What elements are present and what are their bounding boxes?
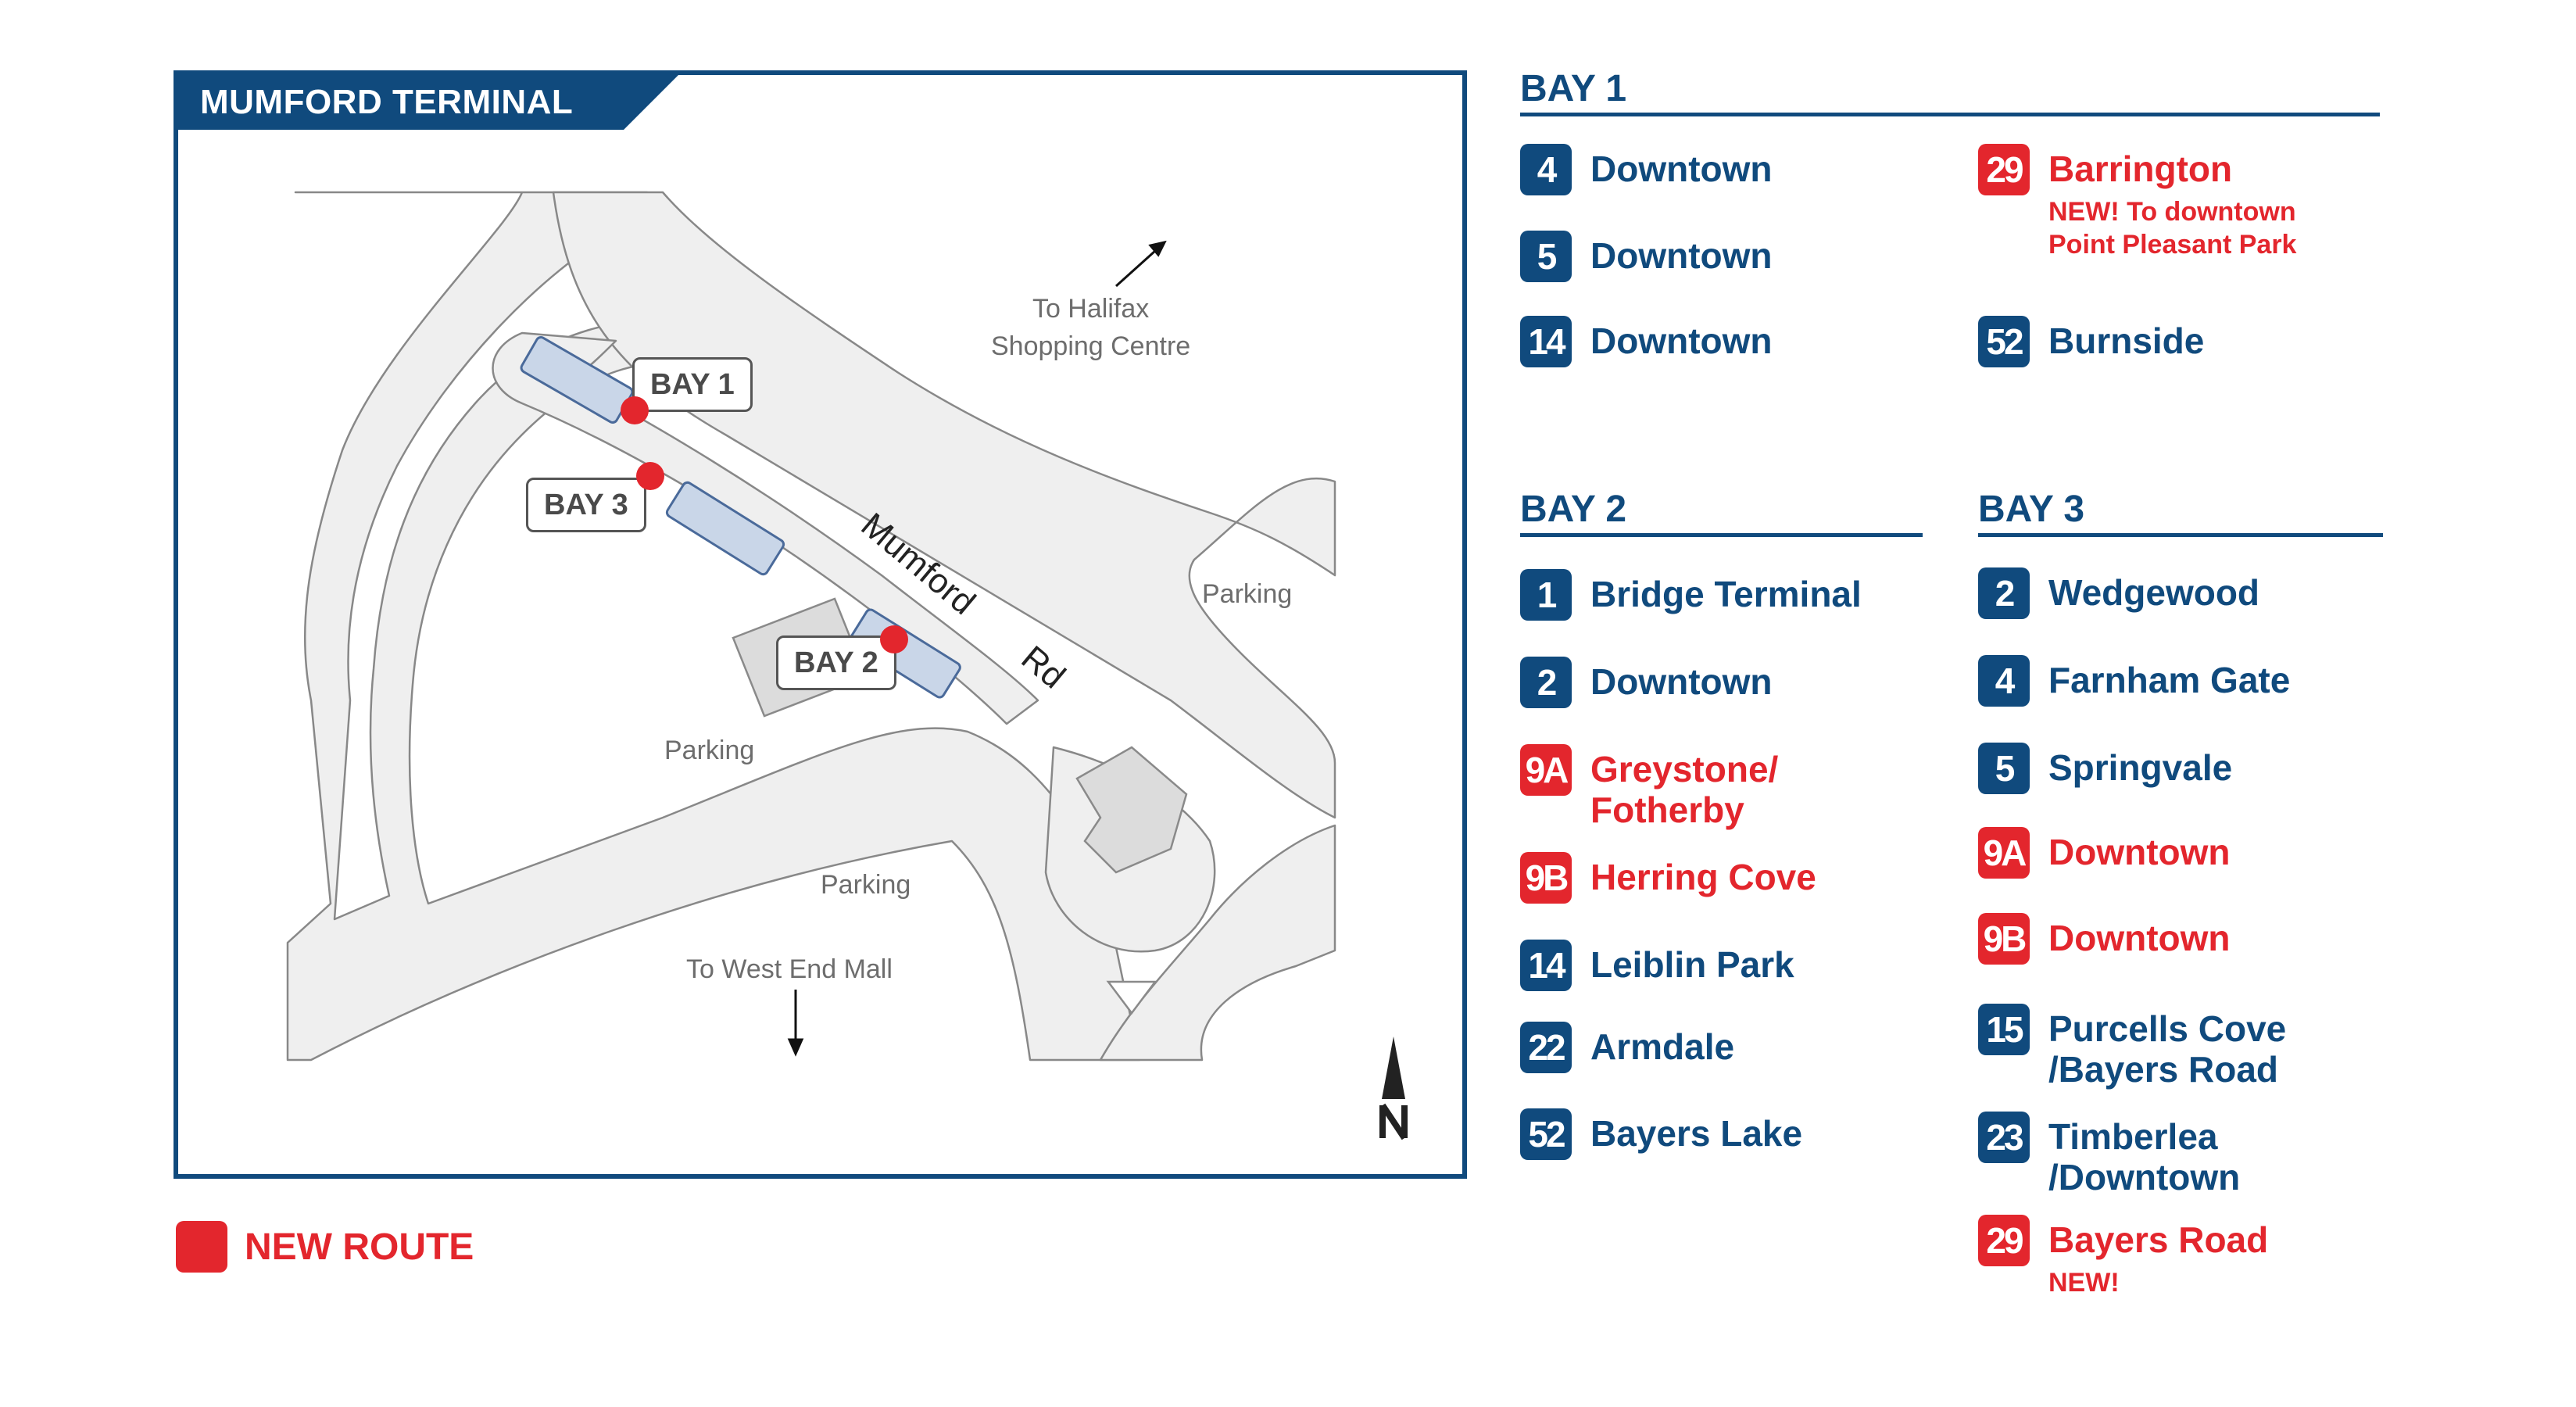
route-name: Wedgewood bbox=[2048, 572, 2260, 613]
route-name: Leiblin Park bbox=[1590, 944, 1794, 985]
route-item: 52 Burnside bbox=[1978, 316, 2204, 367]
route-item: 9B Downtown bbox=[1978, 913, 2231, 965]
route-number-badge: 1 bbox=[1520, 569, 1572, 621]
label-parking-south: Parking bbox=[821, 870, 911, 900]
route-name: Bridge Terminal bbox=[1590, 574, 1862, 614]
legend-swatch bbox=[176, 1221, 227, 1273]
map-drawing bbox=[178, 75, 1408, 1140]
new-route-dot-bay-3 bbox=[636, 462, 664, 490]
route-item: 2 Downtown bbox=[1520, 657, 1773, 708]
route-number-badge: 14 bbox=[1520, 316, 1572, 367]
route-number-badge: 29 bbox=[1978, 1215, 2030, 1266]
route-name: Timberlea /Downtown bbox=[2048, 1116, 2241, 1198]
bay-2-tag: BAY 2 bbox=[776, 635, 896, 690]
route-name: Springvale bbox=[2048, 747, 2233, 788]
route-note: NEW! To downtown Point Pleasant Park bbox=[2048, 197, 2297, 260]
route-name: Bayers Lake bbox=[1590, 1113, 1803, 1154]
route-item: 23 Timberlea /Downtown bbox=[1978, 1112, 2240, 1198]
label-parking-west: Parking bbox=[664, 736, 755, 765]
route-item: 1 Bridge Terminal bbox=[1520, 569, 1862, 621]
label-to-halifax: To Halifax Shopping Centre bbox=[991, 294, 1191, 361]
road-network-west bbox=[286, 191, 1141, 1062]
route-number-badge: 52 bbox=[1520, 1108, 1572, 1160]
route-number-badge: 15 bbox=[1978, 1004, 2030, 1055]
bay-3-header: BAY 3 bbox=[1978, 489, 2383, 537]
route-item: 9A Downtown bbox=[1978, 827, 2231, 879]
route-number-badge: 2 bbox=[1520, 657, 1572, 708]
route-item: 2 Wedgewood bbox=[1978, 567, 2259, 619]
route-item: 4 Farnham Gate bbox=[1978, 655, 2290, 707]
bay-2-header: BAY 2 bbox=[1520, 489, 1923, 537]
route-item: 15 Purcells Cove /Bayers Road bbox=[1978, 1004, 2286, 1090]
route-name: Downtown bbox=[2048, 918, 2231, 958]
label-to-west-end-mall: To West End Mall bbox=[686, 954, 893, 984]
north-arrow-icon bbox=[1379, 1036, 1408, 1140]
route-name: Armdale bbox=[1590, 1026, 1735, 1067]
building-east bbox=[1075, 746, 1188, 874]
halifax-arrow-head bbox=[1148, 240, 1167, 257]
route-number-badge: 4 bbox=[1520, 144, 1572, 195]
route-name: Downtown bbox=[1590, 320, 1773, 361]
route-item: 5 Downtown bbox=[1520, 231, 1773, 282]
map-title: MUMFORD TERMINAL bbox=[200, 83, 574, 121]
bay-1-header: BAY 1 bbox=[1520, 69, 2380, 116]
title-bar-shape bbox=[178, 75, 678, 130]
route-item: 22 Armdale bbox=[1520, 1022, 1734, 1073]
route-number-badge: 9B bbox=[1978, 913, 2030, 965]
route-name: Purcells Cove /Bayers Road bbox=[2048, 1008, 2287, 1090]
yield-triangle bbox=[1106, 980, 1157, 1015]
route-item: 4 Downtown bbox=[1520, 144, 1773, 195]
route-number-badge: 4 bbox=[1978, 655, 2030, 707]
route-name: Downtown bbox=[1590, 149, 1773, 189]
route-number-badge: 5 bbox=[1978, 743, 2030, 794]
route-item: 9B Herring Cove bbox=[1520, 852, 1816, 904]
route-name: Bayers Road bbox=[2048, 1219, 2269, 1260]
legend-label: NEW ROUTE bbox=[245, 1226, 474, 1268]
route-note: NEW! bbox=[2048, 1268, 2120, 1298]
route-name: Downtown bbox=[1590, 661, 1773, 702]
route-item: 29 Barrington NEW! To downtown Point Ple… bbox=[1978, 144, 2296, 261]
route-number-badge: 14 bbox=[1520, 940, 1572, 991]
route-number-badge: 9B bbox=[1520, 852, 1572, 904]
new-route-dot-bay-2 bbox=[880, 625, 908, 653]
route-item: 52 Bayers Lake bbox=[1520, 1108, 1802, 1160]
label-parking-east: Parking bbox=[1202, 579, 1293, 609]
route-item: 9A Greystone/ Fotherby bbox=[1520, 744, 1778, 830]
route-name: Farnham Gate bbox=[2048, 660, 2291, 700]
route-number-badge: 2 bbox=[1978, 567, 2030, 619]
terminal-map: MUMFORD TERMINAL To Halifax Shopping Cen… bbox=[174, 70, 1467, 1179]
route-item: 14 Downtown bbox=[1520, 316, 1773, 367]
route-item: 14 Leiblin Park bbox=[1520, 940, 1794, 991]
route-name: Burnside bbox=[2048, 320, 2205, 361]
route-number-badge: 22 bbox=[1520, 1022, 1572, 1073]
mumford-road-surface bbox=[552, 191, 1336, 819]
route-name: Barrington bbox=[2048, 149, 2233, 189]
route-item: 5 Springvale bbox=[1978, 743, 2232, 794]
route-item: 29 Bayers Road NEW! bbox=[1978, 1215, 2268, 1299]
bay-3-tag: BAY 3 bbox=[526, 478, 646, 532]
route-name: Downtown bbox=[1590, 235, 1773, 276]
route-name: Downtown bbox=[2048, 832, 2231, 872]
route-number-badge: 29 bbox=[1978, 144, 2030, 195]
west-end-arrow-head bbox=[787, 1038, 804, 1057]
route-number-badge: 9A bbox=[1978, 827, 2030, 879]
new-route-dot-bay-1 bbox=[621, 396, 649, 424]
route-number-badge: 5 bbox=[1520, 231, 1572, 282]
route-name: Herring Cove bbox=[1590, 857, 1816, 897]
halifax-arrow bbox=[1114, 249, 1157, 288]
route-name: Greystone/ Fotherby bbox=[1590, 749, 1779, 830]
route-number-badge: 23 bbox=[1978, 1112, 2030, 1163]
bay-1-tag: BAY 1 bbox=[632, 357, 753, 412]
route-number-badge: 9A bbox=[1520, 744, 1572, 796]
bus-bay-3 bbox=[665, 481, 785, 576]
route-number-badge: 52 bbox=[1978, 316, 2030, 367]
